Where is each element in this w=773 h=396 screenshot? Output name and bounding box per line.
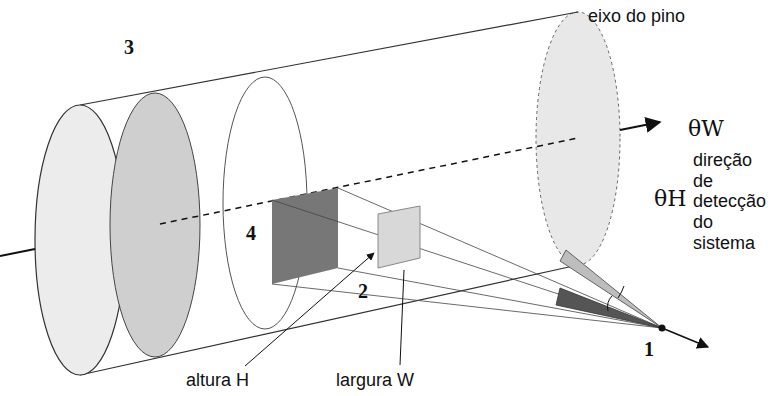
callout-number: 4 — [246, 222, 256, 245]
callout-number: 2 — [358, 280, 368, 303]
angle-arc — [618, 286, 624, 298]
detection-window — [378, 206, 420, 268]
callout-number: 3 — [124, 36, 134, 59]
dimension-label: largura W — [336, 370, 414, 391]
angle-arc — [608, 296, 613, 311]
leader-line — [245, 253, 374, 366]
detection-direction — [662, 328, 708, 347]
cylinder-edge — [80, 12, 578, 105]
view-rays — [272, 188, 662, 328]
pin-axis — [620, 122, 660, 130]
cylinder-end — [536, 12, 620, 265]
pin-axis — [160, 138, 578, 224]
projected-area — [272, 188, 338, 284]
angle-label: θH — [654, 186, 686, 211]
leader-line — [400, 270, 404, 365]
dimension-label: altura H — [186, 370, 249, 391]
callout-number: 1 — [644, 338, 654, 361]
direction-label: direção de detecção do sistema — [693, 150, 769, 253]
angle-wedge — [556, 288, 662, 328]
angle-label: θW — [688, 116, 724, 141]
axis-label: eixo do pino — [588, 6, 685, 27]
grey-disk — [110, 93, 200, 357]
pin-axis — [0, 249, 35, 256]
